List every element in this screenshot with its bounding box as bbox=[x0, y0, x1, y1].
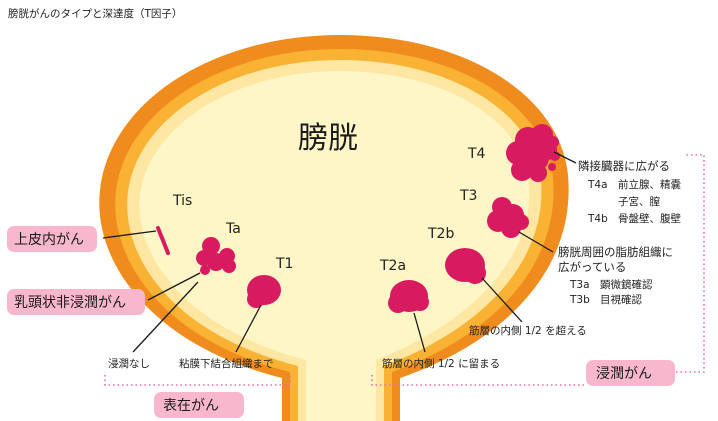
leader-no-invasion bbox=[132, 281, 199, 353]
note-t3a-desc: 顕微鏡確認 bbox=[600, 278, 653, 291]
note-no-invasion: 浸潤なし bbox=[108, 358, 150, 370]
note-subepithelial: 粘膜下結合組織まで bbox=[179, 357, 274, 370]
stage-label-tis: Tis bbox=[172, 193, 192, 209]
pill-invasive-label: 浸潤がん bbox=[596, 366, 652, 382]
leader-lines bbox=[102, 151, 577, 353]
note-t4: 隣接臓器に広がる bbox=[578, 159, 670, 173]
note-t3-line1: 膀胱周囲の脂肪組織に bbox=[558, 245, 673, 259]
tumor-t3 bbox=[487, 197, 529, 238]
pill-invasive: 浸潤がん bbox=[586, 360, 675, 386]
pill-superficial: 表在がん bbox=[154, 392, 244, 418]
bladder bbox=[99, 35, 569, 421]
leader-t3 bbox=[518, 231, 554, 253]
note-t4b-code: T4b bbox=[587, 213, 608, 225]
note-t4a-line2: 子宮、膣 bbox=[618, 195, 660, 208]
tumors bbox=[156, 124, 560, 313]
note-t4a-code: T4a bbox=[587, 179, 608, 191]
tumor-t4 bbox=[506, 124, 560, 182]
note-t3-line2: 広がっている bbox=[558, 260, 626, 274]
bracket-invasive bbox=[371, 154, 705, 386]
leader-ta bbox=[147, 272, 201, 301]
bladder-label: 膀胱 bbox=[298, 121, 358, 156]
stage-label-t2a: T2a bbox=[379, 258, 406, 274]
tumor-t2a bbox=[388, 280, 429, 313]
stage-label-ta: Ta bbox=[225, 221, 241, 237]
leader-t4 bbox=[553, 151, 577, 164]
stage-label-t4: T4 bbox=[467, 146, 486, 162]
note-t4a-line1: 前立腺、精嚢 bbox=[618, 178, 681, 191]
pill-carcinoma-in-situ: 上皮内がん bbox=[7, 226, 97, 252]
note-t2b: 筋層の内側 1/2 を超える bbox=[469, 324, 587, 337]
note-t3b-desc: 目視確認 bbox=[600, 293, 642, 306]
note-t3a-code: T3a bbox=[569, 279, 590, 291]
tumor-tis bbox=[156, 226, 170, 255]
leader-t2b bbox=[481, 277, 523, 323]
note-t2a: 筋層の内側 1/2 に留まる bbox=[382, 357, 500, 370]
leader-t2a bbox=[413, 312, 426, 353]
diagram-title: 膀胱がんのタイプと深達度（T因子） bbox=[8, 7, 182, 20]
pill-papillary-noninvasive: 乳頭状非浸潤がん bbox=[7, 289, 145, 315]
tumor-ta bbox=[196, 237, 236, 275]
pill-carcinoma-in-situ-label: 上皮内がん bbox=[14, 232, 84, 248]
note-t3b-code: T3b bbox=[569, 294, 590, 306]
stage-label-t1: T1 bbox=[275, 256, 293, 272]
pill-papillary-noninvasive-label: 乳頭状非浸潤がん bbox=[14, 295, 126, 311]
bladder-lumen bbox=[139, 71, 530, 421]
stage-label-t3: T3 bbox=[459, 188, 477, 204]
leader-tis bbox=[102, 230, 157, 239]
tumor-t2b bbox=[445, 248, 486, 284]
bracket-superficial bbox=[104, 375, 291, 386]
pill-superficial-label: 表在がん bbox=[163, 398, 219, 414]
stage-label-t2b: T2b bbox=[427, 226, 454, 242]
leader-t1 bbox=[235, 304, 262, 353]
tumor-t1 bbox=[247, 275, 281, 308]
note-t4b-desc: 骨盤壁、腹壁 bbox=[618, 212, 681, 225]
